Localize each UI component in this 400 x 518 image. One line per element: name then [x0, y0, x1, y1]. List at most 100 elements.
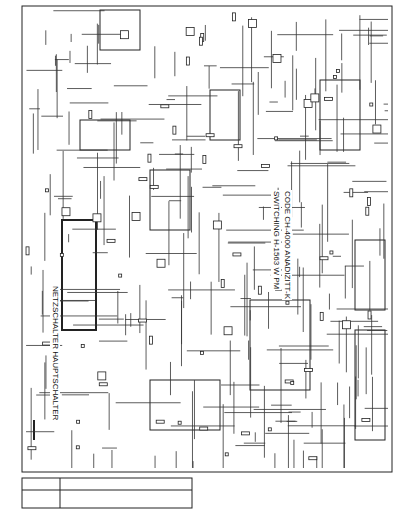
component-symbol: [132, 212, 140, 220]
wire: [359, 15, 360, 90]
bridge-rectifier: [100, 10, 140, 50]
wire: [374, 143, 388, 144]
wire: [139, 285, 140, 333]
wire: [53, 10, 104, 11]
wire: [343, 118, 344, 152]
transformer: [62, 220, 96, 330]
component-symbol: [368, 311, 371, 319]
wire: [146, 253, 197, 254]
wire: [275, 140, 333, 141]
wire: [248, 341, 249, 360]
component-symbol: [173, 126, 176, 134]
wire: [174, 52, 175, 76]
wire: [170, 362, 171, 395]
rotated-note: CODE CH-4000 ANADIZITT-K: [282, 190, 292, 300]
wire: [296, 69, 297, 100]
wire: [300, 136, 309, 137]
wire: [77, 157, 119, 158]
wire: [250, 310, 251, 320]
component-symbol: [26, 247, 29, 255]
component-symbol: [324, 97, 332, 100]
component-symbol: [28, 447, 36, 450]
component-symbol: [233, 13, 236, 21]
component-symbol: [150, 185, 158, 188]
wire: [253, 82, 254, 155]
component-symbol: [368, 198, 371, 206]
component-symbol: [224, 327, 232, 335]
component-symbol: [320, 312, 323, 320]
component-symbol: [273, 55, 281, 63]
component-symbol: [241, 432, 249, 435]
wire: [33, 113, 34, 153]
wire: [193, 461, 194, 468]
wire: [247, 263, 248, 337]
wire: [93, 252, 108, 253]
component-symbol: [336, 69, 339, 72]
component-symbol: [330, 251, 333, 254]
wire: [305, 360, 306, 399]
wire: [50, 174, 51, 215]
wire: [167, 99, 175, 100]
wire: [329, 294, 330, 310]
component-symbol: [99, 383, 107, 386]
wire: [69, 51, 70, 63]
wire: [322, 205, 323, 274]
wire: [288, 415, 289, 468]
wire: [264, 386, 265, 458]
connector: [355, 240, 385, 310]
wire: [99, 341, 127, 342]
wire: [325, 19, 326, 91]
wire: [293, 440, 294, 468]
component-symbol: [350, 189, 353, 197]
wire: [98, 25, 99, 44]
title-strip: [22, 478, 192, 508]
wire: [130, 313, 131, 327]
wire: [51, 289, 120, 290]
wire: [379, 228, 380, 255]
wire: [267, 349, 333, 350]
wire: [371, 315, 372, 375]
wire: [274, 453, 275, 468]
component-symbol: [268, 428, 271, 431]
wire: [235, 445, 264, 446]
component-symbol: [258, 286, 261, 294]
component-symbol: [203, 156, 206, 164]
wire: [212, 185, 255, 186]
component-symbol: [233, 253, 241, 256]
wire: [322, 429, 323, 468]
component-symbol: [373, 125, 381, 133]
wire: [45, 30, 46, 45]
rotated-note: SWITCHING H-1563 W PM: [271, 190, 281, 290]
component-symbol: [225, 453, 228, 456]
wire: [285, 81, 286, 98]
wire: [293, 234, 349, 235]
component-symbol: [77, 420, 80, 423]
wire: [304, 443, 346, 444]
wire: [97, 24, 98, 65]
wire: [220, 67, 269, 68]
wire: [29, 108, 40, 109]
ic-block: [210, 90, 240, 140]
wire: [71, 430, 72, 468]
wire: [93, 454, 94, 468]
wire: [312, 412, 313, 428]
wire: [146, 300, 147, 369]
wire: [172, 297, 184, 298]
wire: [352, 220, 353, 288]
component-symbol: [121, 31, 129, 39]
wire: [297, 259, 298, 315]
wire: [341, 63, 342, 93]
wire: [97, 120, 136, 121]
wire: [159, 154, 194, 155]
wire: [354, 426, 388, 427]
wire: [181, 295, 182, 366]
wire: [268, 292, 269, 329]
wire: [303, 268, 304, 333]
wire: [121, 112, 122, 135]
wire: [41, 116, 63, 117]
wire: [339, 30, 388, 31]
component-symbol: [261, 164, 269, 167]
wire: [67, 292, 127, 293]
component-symbol: [309, 457, 317, 460]
component-symbol: [156, 420, 164, 423]
